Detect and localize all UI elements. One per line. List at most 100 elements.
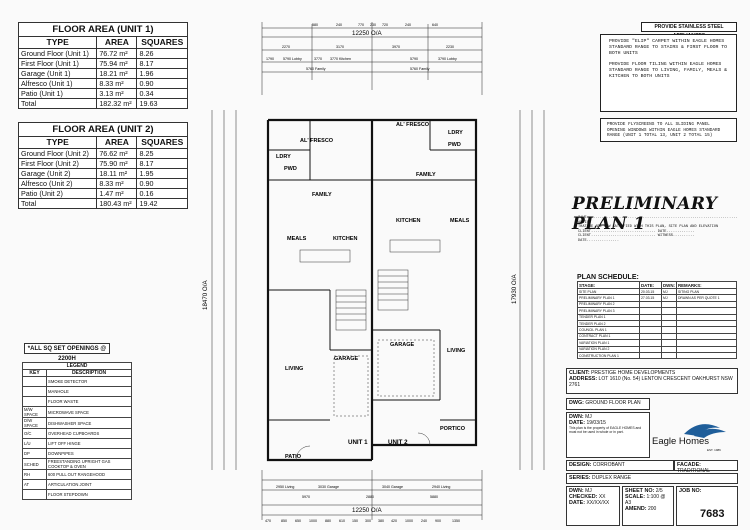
dim-label: 3970: [392, 45, 400, 49]
table-cell: 182.32 m²: [96, 98, 138, 109]
dim-label: 2880: [366, 495, 374, 499]
dim-label: 650: [295, 519, 301, 523]
copyright-note: This plan is the property of EAGLE HOMES…: [569, 426, 642, 434]
table-total-row: Total 182.32 m² 19.63: [17, 98, 188, 109]
dim-label: 5880: [430, 495, 438, 499]
column-header: DATE:: [639, 281, 662, 289]
plan-schedule-title: PLAN SCHEDULE:: [577, 274, 639, 281]
series-value: DUPLEX RANGE: [591, 475, 632, 481]
room-label-unit1-patio: PATIO: [285, 454, 302, 460]
table-cell: [639, 345, 662, 353]
table-cell: [675, 313, 738, 321]
unit-1-label: UNIT 1: [348, 439, 368, 446]
room-label-unit1-garage: GARAGE: [334, 356, 358, 362]
address-label: ADDRESS:: [569, 376, 598, 382]
approval-line: THAT WE ARE NOW SATISFIED WITH THIS PLAN…: [578, 225, 719, 230]
table-cell: CONSTRUCTION PLAN 1: [577, 351, 640, 360]
date-value: 19/03/15: [586, 420, 606, 426]
table-cell: [675, 319, 738, 328]
finishes-notes-box: PROVIDE "ELIP" CARPET WITHIN EAGLE HOMES…: [600, 34, 737, 112]
dim-label: 420: [391, 519, 397, 523]
note-paragraph: PROVIDE FLOOR TILING WITHIN EAGLE HOMES …: [609, 62, 728, 79]
dwn-value: MJ: [585, 414, 592, 420]
table-cell: [639, 300, 662, 309]
amend-value: 200: [647, 506, 657, 512]
dim-label: 3170: [336, 45, 344, 49]
table-cell: [675, 351, 738, 360]
table-cell: 19.42: [136, 198, 188, 209]
sheet-scale-block: SHEET NO: 2/5 SCALE: 1:100 @ A3 AMEND: 2…: [622, 486, 674, 526]
dim-label: 2940 Living: [432, 485, 450, 489]
client-value: PRESTIGE HOME DEVELOPMENTS: [591, 370, 676, 376]
table-cell: [639, 313, 662, 321]
table-cell: DRAWN AS PER QUOTE 1: [675, 294, 738, 302]
approval-line: DATE...............: [578, 238, 619, 243]
job-number: 7683: [700, 508, 725, 520]
table-cell: 27.03.15: [639, 294, 662, 302]
dim-label: 150: [352, 519, 358, 523]
dim-label: 900: [435, 519, 441, 523]
dim-label: 1000: [405, 519, 413, 523]
table-cell: [675, 300, 738, 309]
table-cell: SITING PLAN: [675, 287, 738, 296]
drawn-checked-block: DWN: MJ CHECKED: XX DATE: XX/XX/XX: [566, 486, 620, 526]
table-row: TENDER PLAN 2: [577, 319, 738, 328]
series-label: SERIES:: [569, 475, 591, 481]
room-label-unit2-family: FAMILY: [416, 172, 436, 178]
table-cell: 20.03.15: [639, 287, 662, 296]
dwg-value: GROUND FLOOR PLAN: [585, 400, 641, 406]
checked-value: XX: [598, 494, 606, 500]
table-cell: [639, 326, 662, 334]
table-cell: [21, 489, 48, 500]
table-cell: [639, 319, 662, 328]
table-row: CONTRACT PLAN 1: [577, 332, 738, 341]
dim-label: 2270: [282, 45, 290, 49]
table-cell: Total: [17, 198, 98, 209]
note-paragraph: PROVIDE "ELIP" CARPET WITHIN EAGLE HOMES…: [609, 39, 728, 56]
dim-label: 300: [365, 519, 371, 523]
room-label-unit2-garage: GARAGE: [390, 342, 414, 348]
room-label-unit2-powder: PWD: [448, 142, 461, 148]
room-label-unit1-laundry: LDRY: [276, 154, 291, 160]
table-row: FLOOR STEPDOWN: [21, 489, 132, 500]
table-cell: Total: [17, 98, 98, 109]
dim-label: 230: [370, 23, 376, 27]
dim-label: 850: [281, 519, 287, 523]
room-label-unit2-alfresco: AL' FRESCO: [396, 122, 430, 128]
design-value: CORROBANT: [592, 462, 625, 468]
overall-width-top: 12250 O/A: [352, 30, 382, 37]
overall-depth-left: 18470 O/A: [202, 280, 209, 310]
amend-label: AMEND:: [625, 506, 647, 512]
table-cell: FLOOR STEPDOWN: [46, 489, 132, 500]
table-cell: [639, 332, 662, 341]
dwn-label: DWN:: [569, 414, 584, 420]
eagle-homes-logo: [684, 424, 726, 438]
approval-line: CLIENT.............................. WIT…: [578, 234, 695, 239]
facade-block: FACADE: TRADITIONAL: [674, 460, 738, 474]
job-number-block: JOB NO:: [676, 486, 738, 526]
table-cell: [661, 351, 677, 360]
room-label-unit1-powder: PWD: [284, 166, 297, 172]
table-row: COUNCIL PLAN 1: [577, 326, 738, 334]
design-block: DESIGN: CORROBANT: [566, 460, 674, 471]
dim-label: 770: [358, 23, 364, 27]
room-label-unit1-family: FAMILY: [312, 192, 332, 198]
preliminary-approval-text: I/WE ...................................…: [578, 216, 738, 244]
dim-label: 610: [339, 519, 345, 523]
dim-label: 2950 Living: [276, 485, 294, 489]
dim-label: 880: [325, 519, 331, 523]
facade-label: FACADE:: [677, 462, 701, 468]
table-cell: [675, 307, 738, 315]
table-cell: FREESTANDING UPRIGHT GAS COOKTOP & OVEN: [46, 458, 132, 470]
floor-area-table-unit-2: FLOOR AREA (UNIT 2) TYPE AREA SQUARES Gr…: [17, 122, 188, 209]
dim-label: 2230: [446, 45, 454, 49]
room-label-unit2-portico: PORTICO: [440, 426, 466, 432]
room-label-unit1-living: LIVING: [285, 366, 303, 372]
date-label: DATE:: [569, 420, 586, 426]
client-label: CLIENT:: [569, 370, 590, 376]
